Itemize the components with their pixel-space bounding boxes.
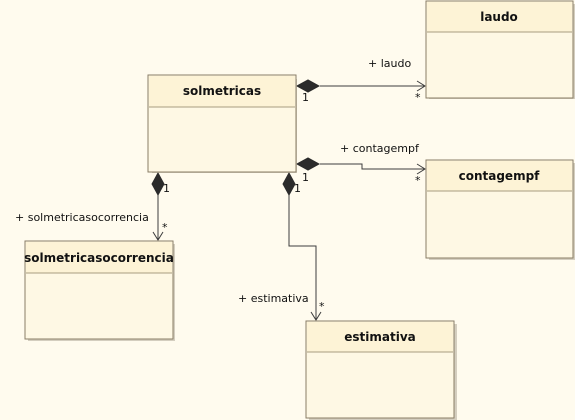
association-edges — [151, 79, 426, 321]
arrowhead-laudo — [416, 80, 426, 92]
source-multiplicity-contagempf: 1 — [302, 171, 309, 184]
class-contagempf[interactable]: contagempf — [425, 159, 575, 260]
role-label-laudo: + laudo — [368, 57, 411, 70]
edge-contagempf[interactable] — [320, 163, 425, 170]
composition-diamond-estimativa — [282, 171, 296, 197]
source-multiplicity-laudo: 1 — [302, 91, 309, 104]
role-label-contagempf: + contagempf — [340, 142, 420, 155]
class-name: contagempf — [459, 169, 541, 183]
target-multiplicity-laudo: * — [415, 91, 421, 104]
role-label-solmetricasocorrencia: + solmetricasocorrencia — [15, 211, 149, 224]
target-multiplicity-contagempf: * — [415, 174, 421, 187]
class-solmetricasocorrencia[interactable]: solmetricasocorrencia — [24, 240, 175, 341]
target-multiplicity-solmetricasocorrencia: * — [162, 221, 168, 234]
class-name: solmetricas — [183, 84, 261, 98]
edge-estimativa[interactable] — [288, 195, 317, 320]
composition-diamond-laudo — [295, 79, 321, 93]
class-estimativa[interactable]: estimativa — [305, 320, 457, 420]
arrowhead-contagempf — [416, 163, 426, 175]
class-laudo[interactable]: laudo — [425, 0, 575, 99]
target-multiplicity-estimativa: * — [319, 300, 325, 313]
source-multiplicity-estimativa: 1 — [294, 182, 301, 195]
source-multiplicity-solmetricasocorrencia: 1 — [163, 182, 170, 195]
class-name: solmetricasocorrencia — [24, 251, 174, 265]
class-name: estimativa — [344, 330, 416, 344]
composition-diamond-solmetricasocorrencia — [151, 171, 165, 197]
association-labels: + laudo 1 * + contagempf 1 * + solmetric… — [15, 57, 421, 313]
class-solmetricas[interactable]: solmetricas — [147, 74, 297, 173]
arrowhead-solmetricasocorrencia — [152, 231, 164, 241]
role-label-estimativa: + estimativa — [238, 292, 309, 305]
class-name: laudo — [480, 10, 518, 24]
composition-diamond-contagempf — [295, 157, 321, 171]
arrowhead-estimativa — [310, 311, 322, 321]
